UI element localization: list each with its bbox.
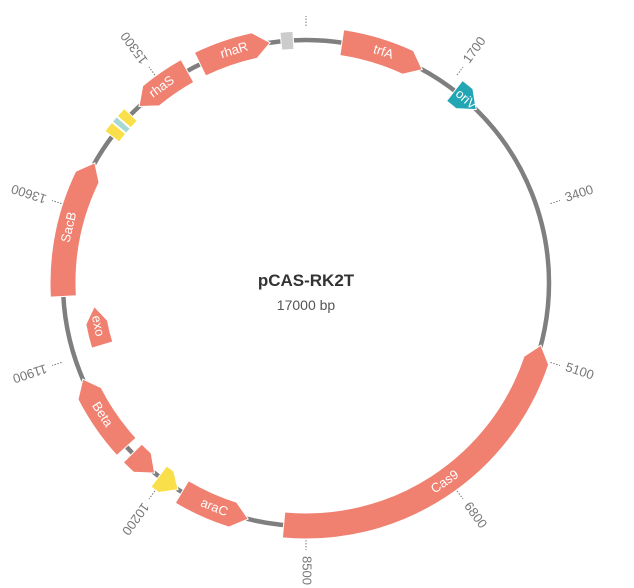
tick-mark	[51, 361, 62, 366]
tick-mark	[456, 490, 464, 500]
feature-rhar[interactable]	[193, 32, 271, 77]
inner-feature-track: exo	[85, 305, 114, 349]
feature-label-exo: exo	[89, 314, 108, 338]
feature-label-trfa: trfA	[372, 41, 396, 62]
tick-mark	[456, 66, 464, 76]
tick-label: 10200	[119, 500, 152, 538]
tick-mark	[148, 66, 156, 76]
tick-mark	[550, 361, 561, 366]
tick-label: 5100	[564, 359, 596, 382]
tick-label: 15300	[117, 29, 150, 67]
feature-misca[interactable]	[111, 115, 131, 134]
tick-label: 13600	[9, 181, 48, 206]
feature-unk1[interactable]	[122, 443, 156, 474]
feature-proma[interactable]	[104, 121, 127, 143]
tick-label: 3400	[563, 182, 595, 205]
feature-trfa[interactable]	[339, 29, 423, 75]
tick-label: 1700	[460, 34, 489, 66]
tick-label: 8500	[300, 556, 315, 585]
plasmid-name: pCAS-RK2T	[258, 271, 355, 290]
tick-label: 6800	[461, 499, 490, 531]
tick-label: 11900	[11, 361, 49, 386]
feature-term[interactable]	[279, 30, 295, 51]
feature-label-sacb: SacB	[58, 210, 80, 244]
feature-exo[interactable]	[85, 305, 114, 349]
tick-mark	[51, 200, 62, 205]
feature-rhas[interactable]	[138, 58, 195, 107]
feature-arac[interactable]	[174, 480, 249, 528]
feature-pbad[interactable]	[150, 465, 179, 494]
tick-mark	[148, 490, 156, 500]
plasmid-size: 17000 bp	[277, 297, 336, 313]
feature-cas9[interactable]	[281, 344, 550, 540]
feature-beta[interactable]	[77, 378, 137, 457]
tick-mark	[550, 200, 561, 205]
feature-sacb[interactable]	[49, 162, 100, 298]
feature-promb[interactable]	[116, 107, 138, 129]
feature-oriv[interactable]	[445, 79, 477, 111]
